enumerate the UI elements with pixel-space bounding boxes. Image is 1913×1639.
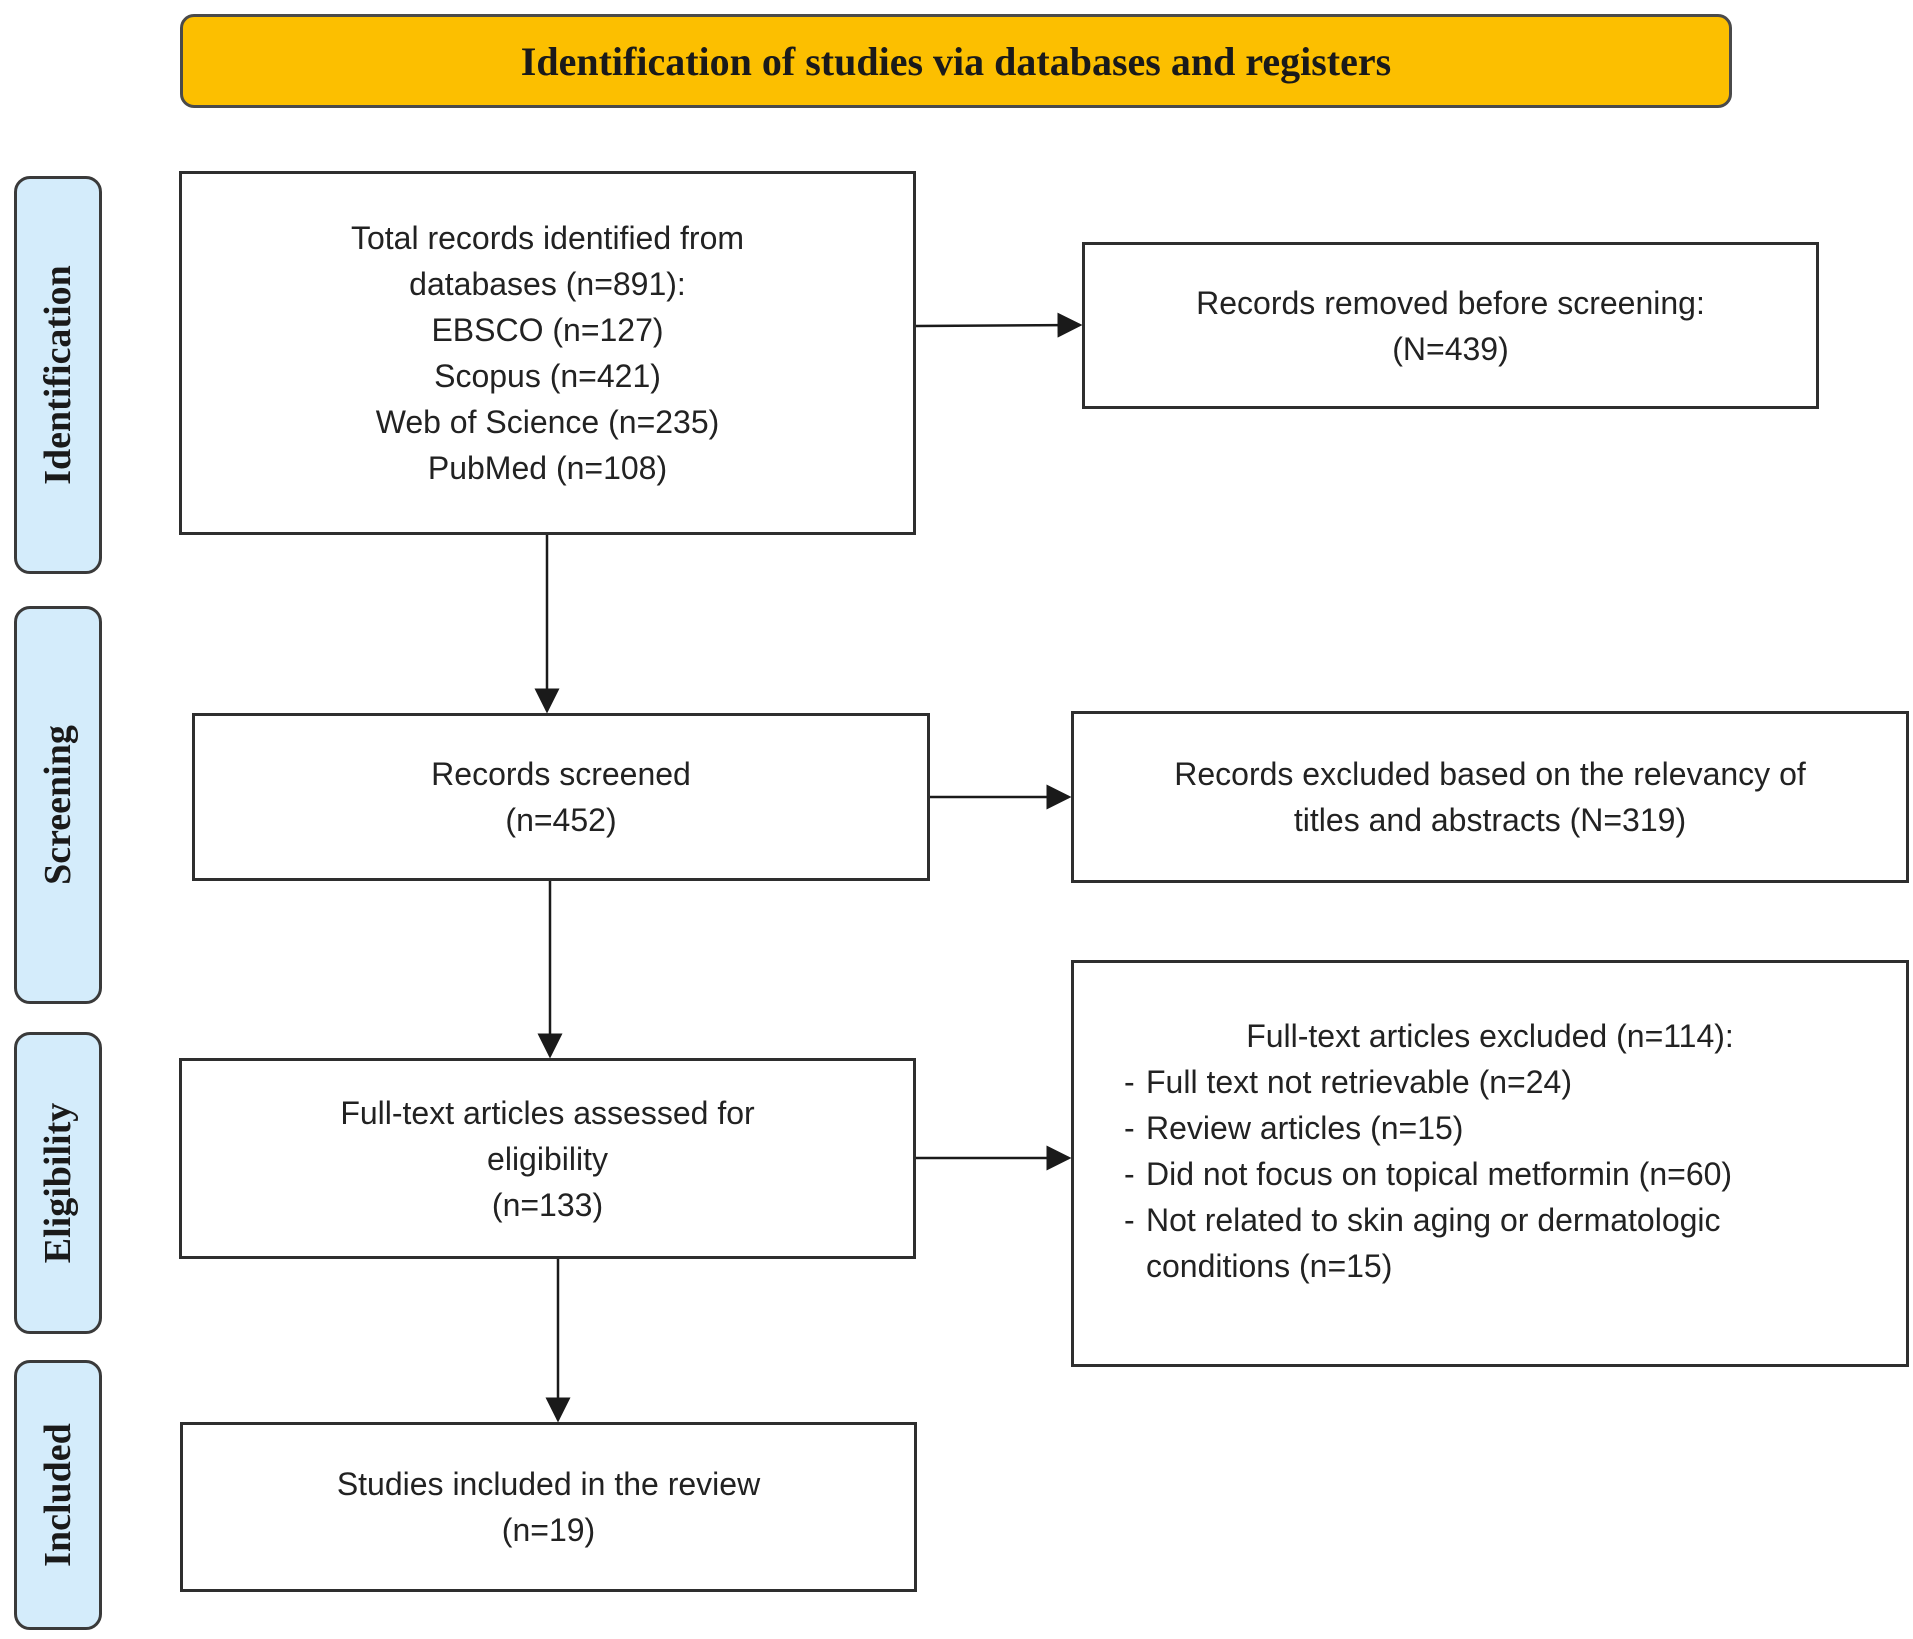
records-identified-box: Total records identified from databases …	[179, 171, 916, 535]
studies-included-line: Studies included in the review	[336, 1466, 761, 1502]
fulltext-excluded-box: Full-text articles excluded (n=114): -Fu…	[1071, 960, 1909, 1367]
records-identified-line: EBSCO (n=127)	[431, 312, 664, 348]
list-item-text: Did not focus on topical metformin (n=60…	[1146, 1156, 1733, 1192]
list-item-continuation: conditions (n=15)	[1124, 1243, 1906, 1289]
phase-identification: Identification	[14, 176, 102, 574]
list-item-text: Not related to skin aging or dermatologi…	[1146, 1202, 1721, 1238]
records-removed-line: Records removed before screening:	[1196, 284, 1705, 321]
list-dash: -	[1124, 1156, 1135, 1192]
records-excluded-titles-line: Records excluded based on the relevancy …	[1174, 756, 1806, 792]
records-removed-line: (N=439)	[1392, 330, 1509, 367]
records-identified-line: Total records identified from	[350, 220, 745, 256]
studies-included-line: (n=19)	[501, 1512, 596, 1548]
fulltext-assessed-line: eligibility	[487, 1140, 608, 1177]
records-identified-line: Web of Science (n=235)	[375, 404, 720, 440]
phase-included: Included	[14, 1360, 102, 1630]
records-removed-box: Records removed before screening: (N=439…	[1082, 242, 1819, 409]
records-identified-line: Scopus (n=421)	[434, 358, 661, 394]
studies-included-box: Studies included in the review (n=19)	[180, 1422, 917, 1592]
records-screened-line: Records screened	[431, 756, 691, 792]
phase-screening: Screening	[14, 606, 102, 1004]
fulltext-assessed-box: Full-text articles assessed for eligibil…	[179, 1058, 916, 1259]
list-item-text: Full text not retrievable (n=24)	[1146, 1064, 1572, 1100]
list-item-text: Review articles (n=15)	[1146, 1110, 1464, 1146]
list-item: -Full text not retrievable (n=24)	[1124, 1059, 1906, 1105]
diagram-title-banner: Identification of studies via databases …	[180, 14, 1732, 108]
fulltext-excluded-list: -Full text not retrievable (n=24) -Revie…	[1074, 1059, 1906, 1289]
list-item: -Did not focus on topical metformin (n=6…	[1124, 1151, 1906, 1197]
records-identified-line: databases (n=891):	[409, 266, 686, 302]
records-identified-line: PubMed (n=108)	[427, 450, 668, 486]
arrow-identified-to-removed	[915, 312, 1083, 338]
records-screened-box: Records screened (n=452)	[192, 713, 930, 881]
list-dash: -	[1124, 1110, 1135, 1146]
records-excluded-titles-line: titles and abstracts (N=319)	[1293, 802, 1687, 838]
records-screened-line: (n=452)	[505, 802, 617, 838]
list-dash: -	[1124, 1202, 1135, 1238]
list-item: -Not related to skin aging or dermatolog…	[1124, 1197, 1906, 1243]
list-item-text: conditions (n=15)	[1146, 1248, 1393, 1284]
fulltext-assessed-line: Full-text articles assessed for	[340, 1094, 755, 1131]
fulltext-excluded-heading: Full-text articles excluded (n=114):	[1246, 1018, 1734, 1054]
records-excluded-titles-box: Records excluded based on the relevancy …	[1071, 711, 1909, 883]
diagram-title: Identification of studies via databases …	[520, 38, 1392, 84]
phase-eligibility: Eligibility	[14, 1032, 102, 1334]
list-dash: -	[1124, 1064, 1135, 1100]
fulltext-assessed-line: (n=133)	[491, 1186, 604, 1223]
list-item: -Review articles (n=15)	[1124, 1105, 1906, 1151]
